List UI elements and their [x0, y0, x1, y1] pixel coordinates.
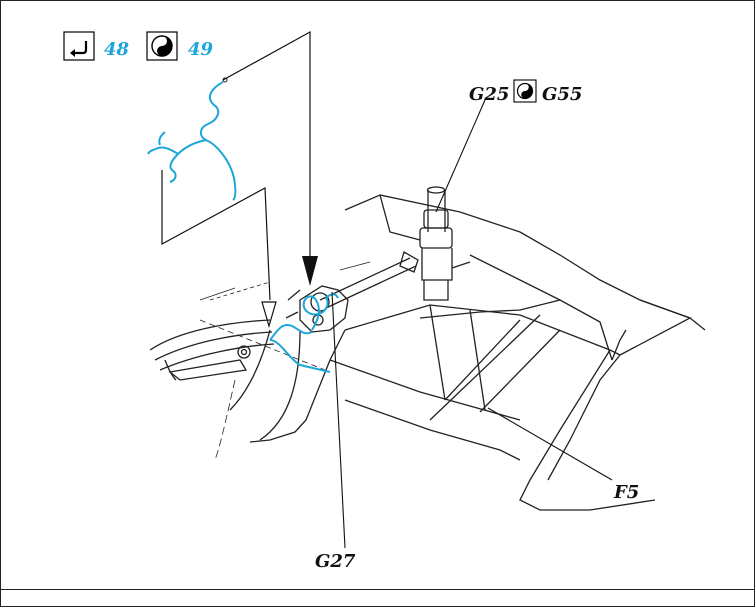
callout-g25: G25	[469, 84, 509, 105]
machine-body	[149, 186, 706, 511]
yin-yang-icon	[513, 79, 537, 103]
indicator-arrow-2	[261, 301, 277, 329]
ref-number-49: 49	[188, 39, 214, 60]
callout-g27: G27	[315, 551, 356, 572]
callout-f5: F5	[613, 482, 639, 503]
leader-lines-header	[161, 30, 311, 301]
thread-loose	[147, 77, 237, 201]
indicator-arrow-1	[302, 256, 318, 286]
leader-lines-callouts	[331, 99, 613, 549]
return-arrow-icon	[63, 31, 95, 61]
yin-yang-icon	[146, 31, 178, 61]
ref-number-48: 48	[104, 39, 130, 60]
thread-installed	[269, 293, 339, 373]
figure-bottom-rule	[0, 589, 755, 590]
callout-g55: G55	[542, 84, 582, 105]
